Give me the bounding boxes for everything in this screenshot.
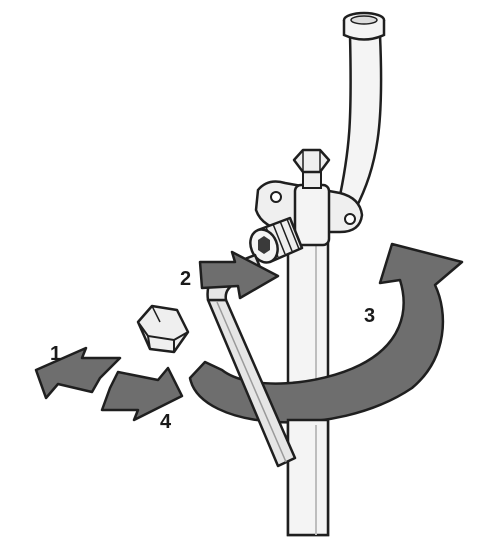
step-2-arrow xyxy=(198,250,280,300)
step-3-label: 3 xyxy=(364,305,375,327)
vertical-pipe-front xyxy=(286,418,330,537)
valve-body xyxy=(254,148,364,247)
step-4-label: 4 xyxy=(160,411,172,433)
threaded-spout xyxy=(249,216,304,264)
step-4-arrow xyxy=(100,366,184,422)
step-2-label: 2 xyxy=(180,268,191,290)
step-1-label: 1 xyxy=(50,343,61,365)
step-1-arrow xyxy=(34,346,122,400)
hex-cap-icon xyxy=(136,304,190,354)
riser-pipe xyxy=(336,11,386,212)
